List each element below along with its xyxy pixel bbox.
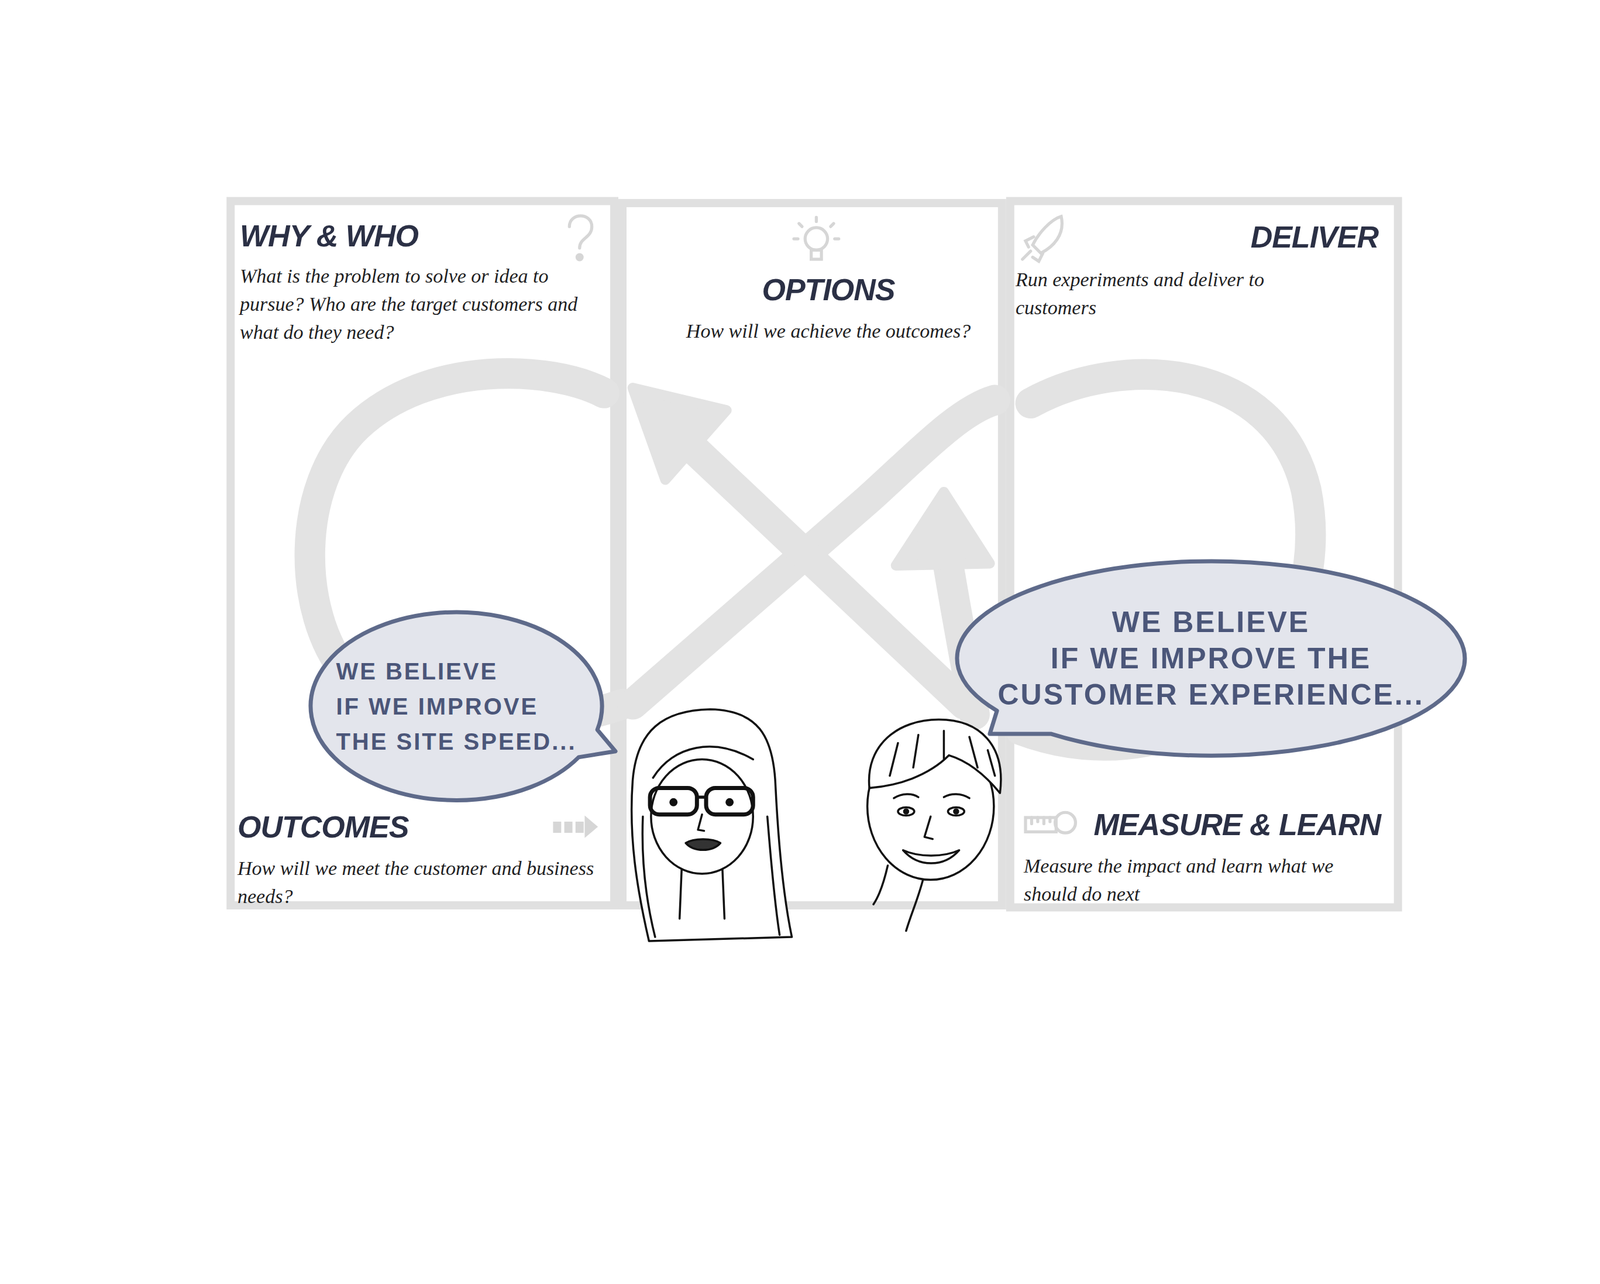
person-hair bbox=[652, 746, 753, 778]
question-icon bbox=[576, 254, 583, 260]
tape-ticks bbox=[1031, 817, 1050, 824]
section-prompt: What is the problem to solve or idea to … bbox=[239, 262, 609, 347]
panel-outline bbox=[622, 202, 1003, 906]
canvas-section: MEASURE & LEARN Measure the impact and le… bbox=[1023, 804, 1387, 908]
canvas-section: WHY & WHO What is the problem to solve or… bbox=[239, 216, 609, 347]
person-nose bbox=[924, 816, 933, 839]
arrowhead bbox=[632, 387, 726, 480]
tape-icon bbox=[1055, 811, 1076, 833]
section-prompt: How will we meet the customer and busine… bbox=[237, 854, 612, 911]
rocket-icon bbox=[1022, 236, 1044, 262]
person-mouth bbox=[903, 850, 960, 863]
person-glasses bbox=[649, 787, 697, 814]
section-heading: OPTIONS bbox=[635, 270, 1022, 309]
speech-bubble-outline bbox=[957, 561, 1465, 756]
bulb-rays bbox=[793, 217, 839, 239]
person-eye bbox=[670, 799, 677, 805]
person-eye bbox=[903, 809, 908, 814]
person-glasses bbox=[706, 787, 753, 814]
bubble-text: WE BELIEVE IF WE IMPROVE THE SITE SPEED.… bbox=[335, 653, 577, 759]
section-prompt: Run experiments and deliver to customers bbox=[1015, 265, 1344, 322]
panel-outline bbox=[1010, 201, 1399, 908]
person-lines bbox=[642, 816, 780, 937]
person-nose bbox=[697, 814, 704, 831]
person-eye bbox=[954, 809, 959, 814]
person-eye bbox=[947, 807, 965, 816]
person-hair bbox=[869, 719, 1001, 794]
person-mouth bbox=[685, 838, 721, 850]
rocket-icon bbox=[1032, 216, 1062, 254]
section-prompt: How will we achieve the outcomes? bbox=[635, 317, 1022, 346]
person-brow bbox=[893, 793, 970, 798]
speech-bubble: WE BELIEVE IF WE IMPROVE THE SITE SPEED.… bbox=[310, 611, 602, 800]
section-heading: DELIVER bbox=[1015, 217, 1385, 257]
section-heading: WHY & WHO bbox=[239, 216, 609, 256]
tape-icon bbox=[1025, 817, 1056, 832]
bulb-icon bbox=[804, 227, 828, 250]
outcome-icon bbox=[584, 814, 598, 838]
person-eye bbox=[897, 807, 915, 816]
canvas-section: OPTIONS How will we achieve the outcomes? bbox=[635, 270, 1022, 346]
outcome-icon bbox=[564, 821, 573, 833]
speech-bubble: WE BELIEVE IF WE IMPROVE THE CUSTOMER EX… bbox=[957, 561, 1465, 756]
canvas-section: OUTCOMES How will we meet the customer an… bbox=[237, 807, 612, 911]
canvas-section: DELIVER Run experiments and deliver to cu… bbox=[1015, 217, 1385, 322]
person-glasses bbox=[696, 795, 707, 798]
person-hair bbox=[631, 709, 793, 941]
question-icon bbox=[569, 215, 592, 249]
loop-line bbox=[693, 448, 965, 704]
bubble-text: WE BELIEVE IF WE IMPROVE THE CUSTOMER EX… bbox=[997, 603, 1424, 713]
outcome-icon bbox=[552, 821, 562, 833]
section-heading: MEASURE & LEARN bbox=[1023, 804, 1387, 844]
section-heading: OUTCOMES bbox=[237, 807, 612, 846]
arrowhead bbox=[895, 491, 990, 566]
outcome-icon bbox=[575, 821, 584, 833]
speech-bubble-outline bbox=[310, 611, 616, 800]
person-hair bbox=[889, 730, 996, 776]
person-eye bbox=[726, 799, 733, 805]
section-prompt: Measure the impact and learn what we sho… bbox=[1023, 851, 1387, 908]
bulb-icon bbox=[811, 249, 822, 260]
